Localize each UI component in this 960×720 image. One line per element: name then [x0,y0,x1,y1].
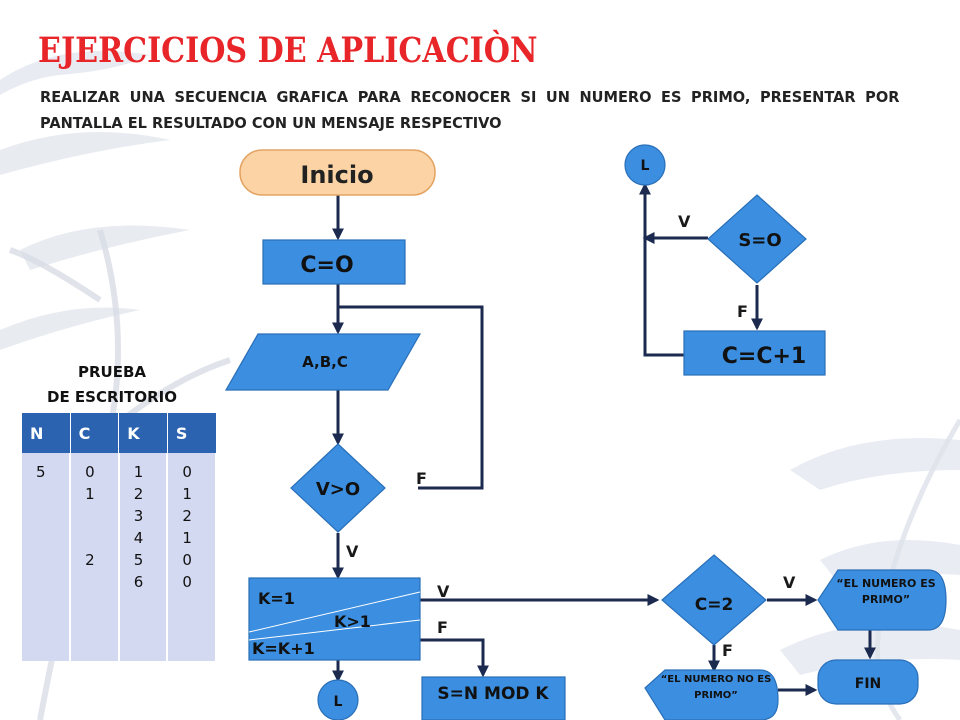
table-cell: 5 [36,463,46,481]
loop-inc-label: K=K+1 [252,639,315,658]
connector-bottom-label: L [334,694,343,710]
desk-check-values-row: 5 0 1 2 1 2 3 4 5 6 0 1 2 1 [22,453,217,661]
table-cell: 5 [133,551,144,569]
table-cell: 0 [182,573,192,591]
column-n-values: 5 [22,453,72,661]
decision-s-label: S=O [738,230,781,251]
output-not-prime: “EL NUMERO NO ES PRIMO” [644,669,779,720]
output-prime: “EL NUMERO ES PRIMO” [817,569,947,631]
desk-check-title-line2: DE ESCRITORIO [47,388,177,406]
header-c: C [70,413,120,453]
desk-check-header-row: N C K S [22,413,217,453]
desk-check-title: PRUEBA DE ESCRITORIO [22,360,202,410]
end-terminal: FIN [817,659,919,705]
input-label: A,B,C [302,353,348,371]
table-cell: 6 [133,573,144,591]
table-cell: 2 [85,551,95,569]
flow-lines [332,182,876,696]
connector-top: L [624,144,666,186]
table-cell: 0 [182,463,192,481]
end-label: FIN [855,676,882,692]
init-label: C=O [300,253,353,278]
table-cell: 0 [85,463,95,481]
true-label-s: V [678,212,691,231]
false-label-loop: F [437,618,448,637]
decision-c: C=2 [661,554,767,646]
mod-process: S=N MOD K [421,676,566,720]
decision-v-label: V>O [316,479,360,500]
increment-process: C=C+1 [683,330,826,376]
start-label: Inicio [300,161,373,189]
false-label-s: F [737,302,748,321]
header-s: S [167,413,217,453]
desk-check-table: N C K S 5 0 1 2 1 2 3 4 5 6 [22,413,217,661]
start-terminal: Inicio [239,149,436,196]
loop-block: K=1 K>1 K=K+1 [248,577,421,661]
true-label-loop: V [437,582,450,601]
input-data: A,B,C [224,333,422,391]
table-cell: 1 [182,485,192,503]
output-prime-label: “EL NUMERO ES PRIMO” [836,577,936,606]
table-cell: 1 [182,529,192,547]
table-cell [85,527,118,549]
false-label-c: F [722,641,733,660]
table-cell: 1 [85,485,95,503]
desk-check-title-line1: PRUEBA [77,363,146,381]
connector-bottom: L [317,679,359,720]
header-k: K [118,413,168,453]
output-not-prime-label: “EL NUMERO NO ES PRIMO” [660,674,772,701]
table-cell: 3 [133,507,144,525]
connector-top-label: L [641,158,650,174]
decision-c-label: C=2 [695,595,734,615]
decision-s: S=O [707,194,807,284]
header-n: N [22,413,71,453]
init-process: C=O [262,239,406,285]
increment-label: C=C+1 [722,344,806,369]
table-cell: 2 [182,507,192,525]
table-cell [85,505,118,527]
column-s-values: 0 1 2 1 0 0 [167,453,217,661]
decision-v: V>O [290,443,386,533]
slide-title: EJERCICIOS DE APLICACIÒN [38,30,538,71]
column-k-values: 1 2 3 4 5 6 [118,453,169,661]
loop-init-label: K=1 [258,589,295,608]
column-c-values: 0 1 2 [70,453,120,661]
table-cell: 1 [133,463,144,481]
mod-label: S=N MOD K [437,684,549,704]
exercise-statement: REALIZAR UNA SECUENCIA GRAFICA PARA RECO… [40,88,900,132]
true-label-c: V [783,573,796,592]
true-label-v: V [346,542,359,561]
false-label-v: F [416,469,427,488]
table-cell: 0 [182,551,192,569]
table-cell: 4 [133,529,144,547]
loop-cond-label: K>1 [334,612,371,631]
table-cell: 2 [133,485,144,503]
